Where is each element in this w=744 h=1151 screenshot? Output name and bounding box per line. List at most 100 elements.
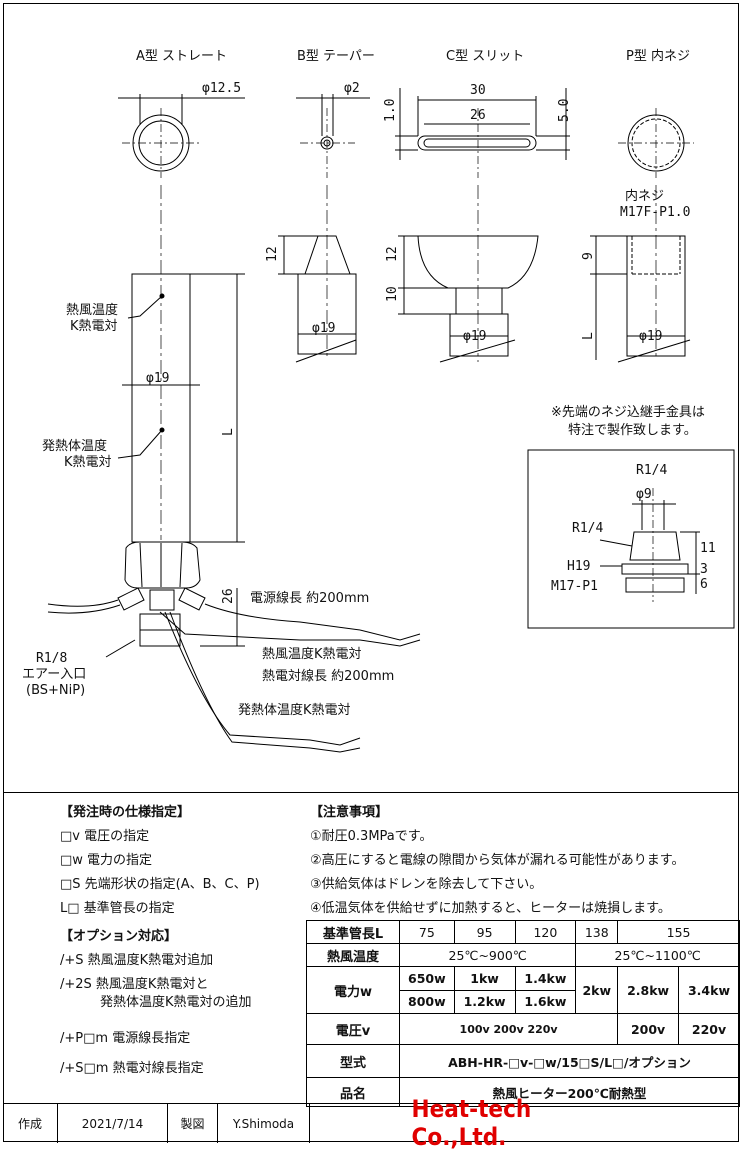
power-75-a: 650w	[399, 966, 455, 991]
caution-3: ③供給気体はドレンを除去して下さい。	[310, 877, 543, 892]
model-value: ABH-HR-□v-□w/15□S/L□/オプション	[399, 1044, 740, 1078]
heater-tc-label-1: 発熱体温度	[42, 439, 108, 454]
drawing-frame	[3, 3, 739, 1142]
length-138: 138	[575, 920, 619, 944]
p-diameter-19-label: φ19	[639, 329, 663, 344]
c-height-50-label: 5.0	[557, 98, 572, 122]
table-row-length: 基準管長L 75 95 120 138 155	[306, 920, 740, 944]
hot-air-tc-label-1: 熱風温度	[66, 303, 119, 318]
table-row-model: 型式 ABH-HR-□v-□w/15□S/L□/オプション	[306, 1044, 740, 1078]
a-top-view	[118, 94, 245, 178]
hot-air-tc-label-2: K熱電対	[70, 319, 118, 334]
created-date: 2021/7/14	[58, 1104, 168, 1143]
drawn-label: 製図	[168, 1104, 218, 1143]
company-logo: Heat-tech Co.,Ltd.	[411, 1094, 532, 1151]
name-value: 熱風ヒーター200℃耐熱型	[399, 1077, 740, 1107]
c-view-title: C型 スリット	[446, 49, 525, 64]
a-side-view	[47, 185, 421, 753]
c-height-12-label: 12	[385, 246, 400, 262]
fitting-m17-label: M17-P1	[551, 579, 598, 594]
order-spec-power: □w 電力の指定	[60, 853, 153, 868]
b-diameter-19-label: φ19	[312, 321, 336, 336]
title-block: 作成 2021/7/14 製図 Y.Shimoda	[3, 1103, 739, 1143]
spec-table: 基準管長L 75 95 120 138 155 熱風温度 25℃~900℃ 25…	[306, 920, 740, 1107]
fitting-r14-top-label: R1/4	[636, 463, 668, 478]
table-row-name: 品名 熱風ヒーター200℃耐熱型	[306, 1077, 740, 1107]
order-spec-tip: □S 先端形状の指定(A、B、C、P)	[60, 877, 260, 892]
options-title: 【オプション対応】	[60, 929, 178, 944]
fitting-phi9-label: φ9	[636, 487, 652, 502]
caution-2: ②高圧にすると電線の隙間から気体が漏れる可能性があります。	[310, 853, 685, 868]
voltage-3: 220v	[678, 1013, 740, 1045]
voltage-1: 100v 200v 220v	[398, 1013, 619, 1045]
c-width-30-label: 30	[470, 83, 486, 98]
drawn-by: Y.Shimoda	[218, 1104, 310, 1143]
fitting-dim-3-label: 3	[700, 562, 708, 577]
name-header: 品名	[306, 1077, 400, 1107]
created-label: 作成	[3, 1104, 58, 1143]
a-view-title: A型 ストレート	[136, 49, 228, 64]
table-row-power-1: 電力w 650w 1kw 1.4kw 2kw 2.8kw 3.4kw	[306, 966, 740, 1014]
fitting-r14-side-label: R1/4	[572, 521, 604, 536]
option-p: /+P□m 電源線長指定	[60, 1031, 191, 1046]
option-2s-1: /+2S 熱風温度K熱電対と	[60, 977, 209, 992]
order-spec-length: L□ 基準管長の指定	[60, 901, 175, 916]
cautions-title: 【注意事項】	[310, 805, 389, 820]
heater-tc-wire-label: 発熱体温度K熱電対	[238, 703, 351, 718]
c-height-10b-label: 10	[385, 286, 400, 302]
tc-wire-length-label: 熱電対線長 約200mm	[262, 669, 395, 684]
table-row-voltage: 電圧v 100v 200v 220v 200v 220v	[306, 1013, 740, 1045]
power-155-a: 2.8kw	[617, 966, 679, 1014]
power-120-b: 1.6kw	[514, 989, 577, 1014]
power-155-b: 3.4kw	[678, 966, 740, 1014]
special-order-note-1: ※先端のネジ込継手金具は	[551, 405, 705, 420]
option-2s-2: 発熱体温度K熱電対の追加	[100, 995, 252, 1010]
p-length-label: L	[581, 332, 596, 340]
special-order-note-2: 特注で製作致します。	[568, 423, 697, 438]
fitting-h19-label: H19	[567, 559, 591, 574]
power-120-a: 1.4kw	[514, 966, 577, 991]
length-120: 120	[514, 920, 577, 944]
air-inlet-material-label: (BS+NiP)	[26, 683, 86, 698]
power-95-a: 1kw	[453, 966, 516, 991]
c-height-10-label: 1.0	[383, 98, 398, 122]
hot-air-tc-wire-label: 熱風温度K熱電対	[262, 647, 362, 662]
length-header: 基準管長L	[306, 920, 400, 944]
order-spec-voltage: □v 電圧の指定	[60, 829, 150, 844]
power-75-b: 800w	[399, 989, 455, 1014]
section-divider	[3, 792, 739, 793]
option-s-length: /+S□m 熱電対線長指定	[60, 1061, 204, 1076]
voltage-2: 200v	[617, 1013, 679, 1045]
c-views	[395, 88, 570, 363]
model-header: 型式	[306, 1044, 400, 1078]
caution-4: ④低温気体を供給せずに加熱すると、ヒーターは焼損します。	[310, 901, 671, 916]
length-155: 155	[617, 920, 740, 944]
temp-range-1: 25℃~900℃	[398, 943, 577, 967]
fitting-dim-11-label: 11	[700, 541, 716, 556]
caution-1: ①耐圧0.3MPaです。	[310, 829, 433, 844]
power-138: 2kw	[575, 966, 619, 1014]
power-95-b: 1.2kw	[453, 989, 516, 1014]
temp-range-2: 25℃~1100℃	[575, 943, 740, 967]
air-inlet-thread-label: R1/8	[36, 651, 68, 666]
p-views	[590, 108, 694, 363]
b-view-title: B型 テーパー	[297, 49, 375, 64]
a-length-label: L	[221, 428, 236, 436]
a-diameter-19-label: φ19	[146, 371, 170, 386]
voltage-header: 電圧v	[306, 1013, 400, 1045]
heater-tc-label-2: K熱電対	[64, 455, 112, 470]
power-header: 電力w	[306, 966, 400, 1014]
fitting-box	[527, 449, 735, 629]
table-row-power-2: 800w 1.2kw 1.6kw	[307, 989, 740, 1014]
temp-header: 熱風温度	[306, 943, 400, 967]
c-diameter-19-label: φ19	[463, 329, 487, 344]
c-width-26-label: 26	[470, 108, 486, 123]
table-row-temp: 熱風温度 25℃~900℃ 25℃~1100℃	[306, 943, 740, 967]
length-95: 95	[453, 920, 516, 944]
b-height-12-label: 12	[265, 246, 280, 262]
order-spec-title: 【発注時の仕様指定】	[60, 805, 191, 820]
length-75: 75	[399, 920, 455, 944]
b-views	[278, 94, 370, 363]
p-thread-label: 内ネジ	[625, 189, 665, 204]
